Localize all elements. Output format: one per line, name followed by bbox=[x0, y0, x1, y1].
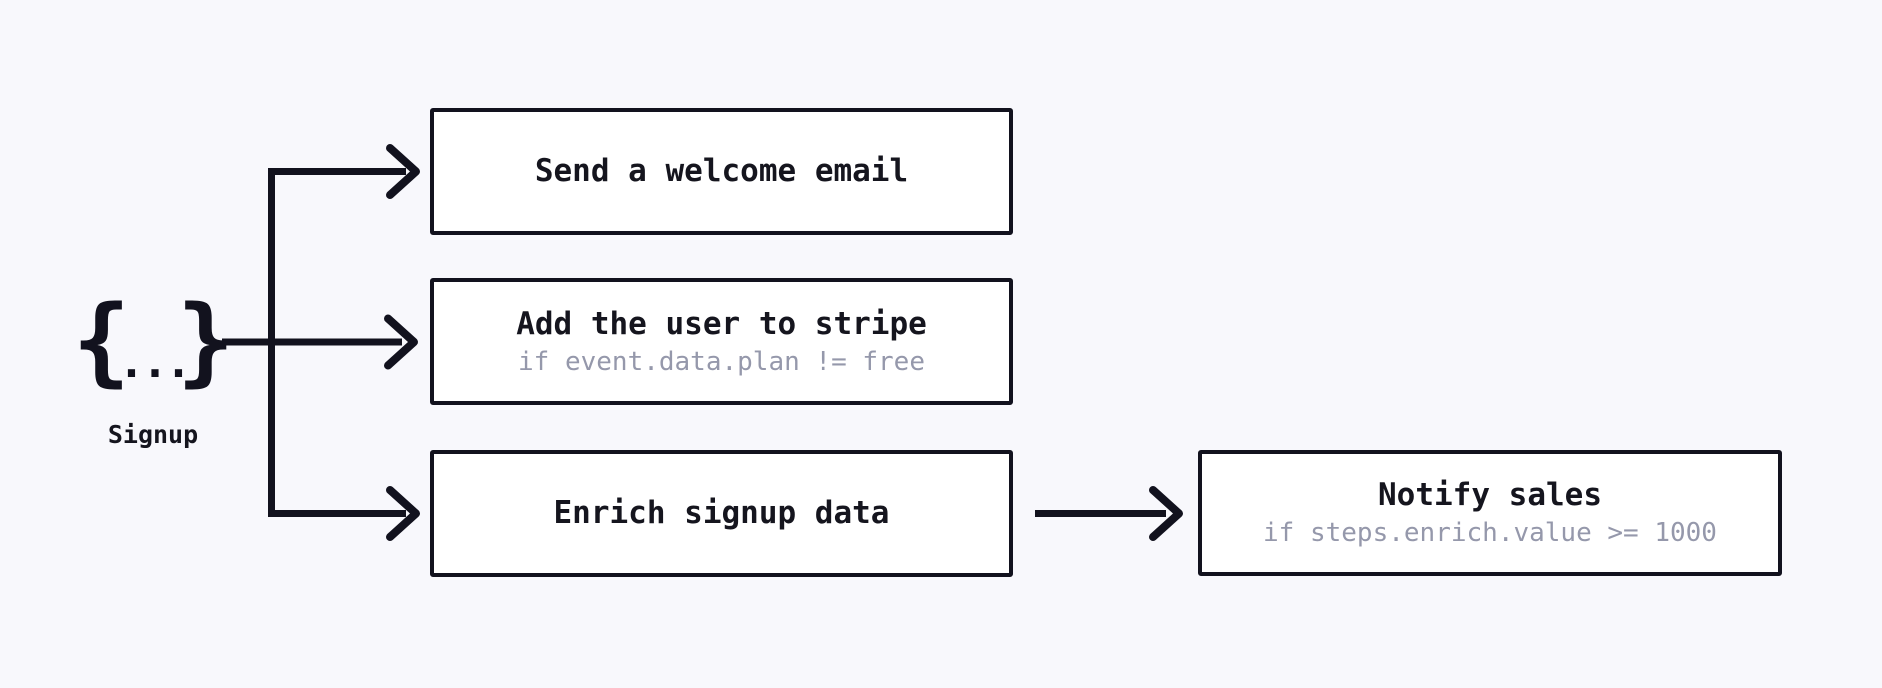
brace-open-glyph: { bbox=[72, 285, 131, 397]
ellipsis-glyph: ... bbox=[118, 337, 192, 388]
arrowhead-right-icon bbox=[1149, 486, 1183, 541]
event-payload-icon: { ... } bbox=[72, 290, 234, 392]
node-title: Add the user to stripe bbox=[516, 305, 927, 342]
step-node-send-welcome-email: Send a welcome email bbox=[430, 108, 1013, 235]
arrowhead-middle-icon bbox=[384, 314, 418, 370]
node-condition-label: if steps.enrich.value >= 1000 bbox=[1263, 518, 1717, 549]
step-node-add-user-to-stripe: Add the user to stripe if event.data.pla… bbox=[430, 278, 1013, 405]
node-title: Notify sales bbox=[1378, 477, 1602, 514]
step-node-notify-sales: Notify sales if steps.enrich.value >= 10… bbox=[1198, 450, 1782, 576]
node-title: Enrich signup data bbox=[553, 495, 890, 532]
arrowhead-bottom-icon bbox=[386, 486, 420, 541]
event-name-label: Signup bbox=[107, 420, 199, 449]
arrowhead-top-icon bbox=[386, 144, 420, 199]
step-node-enrich-signup-data: Enrich signup data bbox=[430, 450, 1013, 577]
brace-close-glyph: } bbox=[176, 285, 235, 397]
node-condition-label: if event.data.plan != free bbox=[518, 346, 925, 377]
node-title: Send a welcome email bbox=[534, 153, 909, 190]
